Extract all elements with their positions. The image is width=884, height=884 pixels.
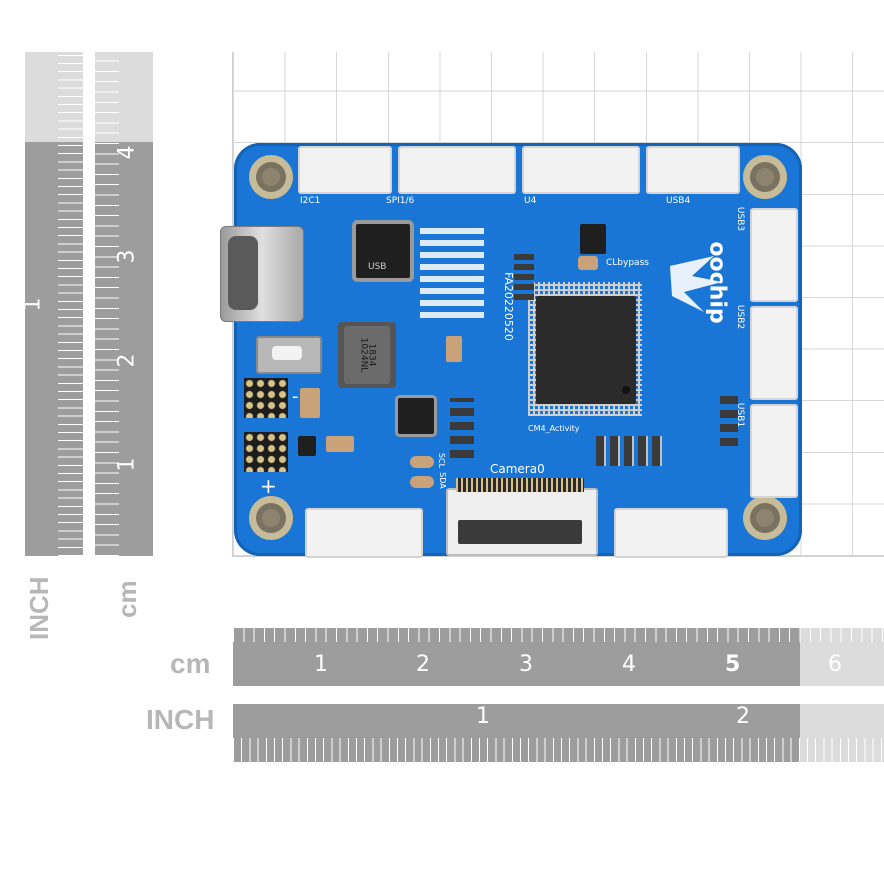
connector-usb2 (750, 306, 798, 400)
horizontal-cm-number-5: 5 (725, 652, 741, 677)
connector-usb1 (750, 404, 798, 498)
connector-usb4 (646, 146, 740, 194)
connector-bottom-left (305, 508, 423, 558)
silk-plus: + (260, 474, 277, 498)
silk-usb4: USB4 (666, 196, 691, 206)
vertical-inch-number: 1 (20, 297, 46, 312)
mcu-dot (622, 386, 630, 394)
pin-header-bottom (244, 432, 288, 472)
capacitor-4 (410, 456, 434, 468)
silk-minus: - (292, 386, 299, 407)
capacitor-5 (410, 476, 434, 488)
connector-i2c (298, 146, 392, 194)
vertical-cm-ruler-ticks (95, 52, 119, 556)
mounting-hole-bottom-left (249, 496, 293, 540)
connector-bottom-right (614, 508, 728, 558)
brand-logo-bird-icon (670, 256, 722, 312)
mcu-chip (536, 296, 636, 404)
capacitor-2 (300, 388, 320, 418)
horizontal-inch-label: INCH (146, 704, 215, 735)
silk-uart: U4 (524, 196, 537, 206)
connector-usb3 (750, 208, 798, 302)
camera-connector-latch (456, 478, 584, 492)
silk-activity: CM4_Activity (528, 424, 580, 433)
camera-connector-slot (458, 520, 582, 544)
silk-usb1: USB1 (735, 402, 746, 428)
silkscreen-block (420, 226, 484, 318)
usb-hub-chip-text: USB (368, 262, 387, 272)
small-chip-3 (298, 436, 316, 456)
silk-clbypass: CLbypass (606, 258, 649, 268)
horizontal-cm-number-2: 2 (416, 652, 430, 677)
horizontal-cm-number-6: 6 (828, 652, 842, 677)
horizontal-cm-number-4: 4 (622, 652, 636, 677)
horizontal-cm-number-3: 3 (519, 652, 533, 677)
brand-logo (662, 226, 732, 330)
capacitor-6 (578, 256, 598, 270)
smd-group-1 (514, 250, 534, 300)
inductor-label-bottom: 1834 (366, 343, 377, 367)
vertical-cm-number-3: 3 (114, 249, 140, 264)
mounting-hole-bottom-right (743, 496, 787, 540)
silk-i2c: I2C1 (300, 196, 321, 206)
pin-header-top (244, 378, 288, 418)
silk-spi: SPI1/6 (386, 196, 415, 206)
silk-part-number: FA20220520 (501, 272, 515, 341)
horizontal-cm-ruler-ticks (233, 628, 884, 642)
capacitor-1 (446, 336, 462, 362)
smd-group-2 (596, 436, 666, 466)
silk-usb2: USB2 (735, 304, 746, 330)
small-chip-1 (398, 398, 434, 434)
connector-uart (522, 146, 640, 194)
horizontal-inch-number-1: 1 (476, 704, 490, 729)
horizontal-inch-number-2: 2 (736, 704, 750, 729)
smd-group-4 (720, 394, 738, 446)
silk-sda: SDA (437, 472, 447, 489)
smd-group-3 (450, 398, 474, 458)
connector-spi (398, 146, 516, 194)
vertical-cm-number-2: 2 (114, 353, 140, 368)
vertical-cm-number-1: 1 (114, 457, 140, 472)
vertical-inch-label: INCH (24, 576, 54, 640)
mounting-hole-top-left (249, 155, 293, 199)
small-chip-2 (580, 224, 606, 254)
silk-scl: SCL (437, 452, 447, 469)
usb-hub-chip (356, 224, 410, 278)
vertical-cm-number-4: 4 (114, 145, 140, 160)
vertical-cm-label: cm (112, 580, 142, 618)
mounting-hole-top-right (743, 155, 787, 199)
silk-usb3: USB3 (735, 206, 746, 232)
horizontal-cm-number-1: 1 (314, 652, 328, 677)
horizontal-inch-ruler-ticks (233, 738, 884, 762)
capacitor-3 (326, 436, 354, 452)
inductor-core (344, 326, 390, 384)
silk-camera: Camera0 (490, 462, 545, 476)
push-button-cap (272, 346, 302, 360)
brand-text: oochip (704, 241, 730, 324)
usb-c-port-opening (228, 236, 258, 310)
vertical-inch-ruler-ticks (58, 52, 83, 556)
horizontal-cm-label: cm (170, 648, 211, 679)
